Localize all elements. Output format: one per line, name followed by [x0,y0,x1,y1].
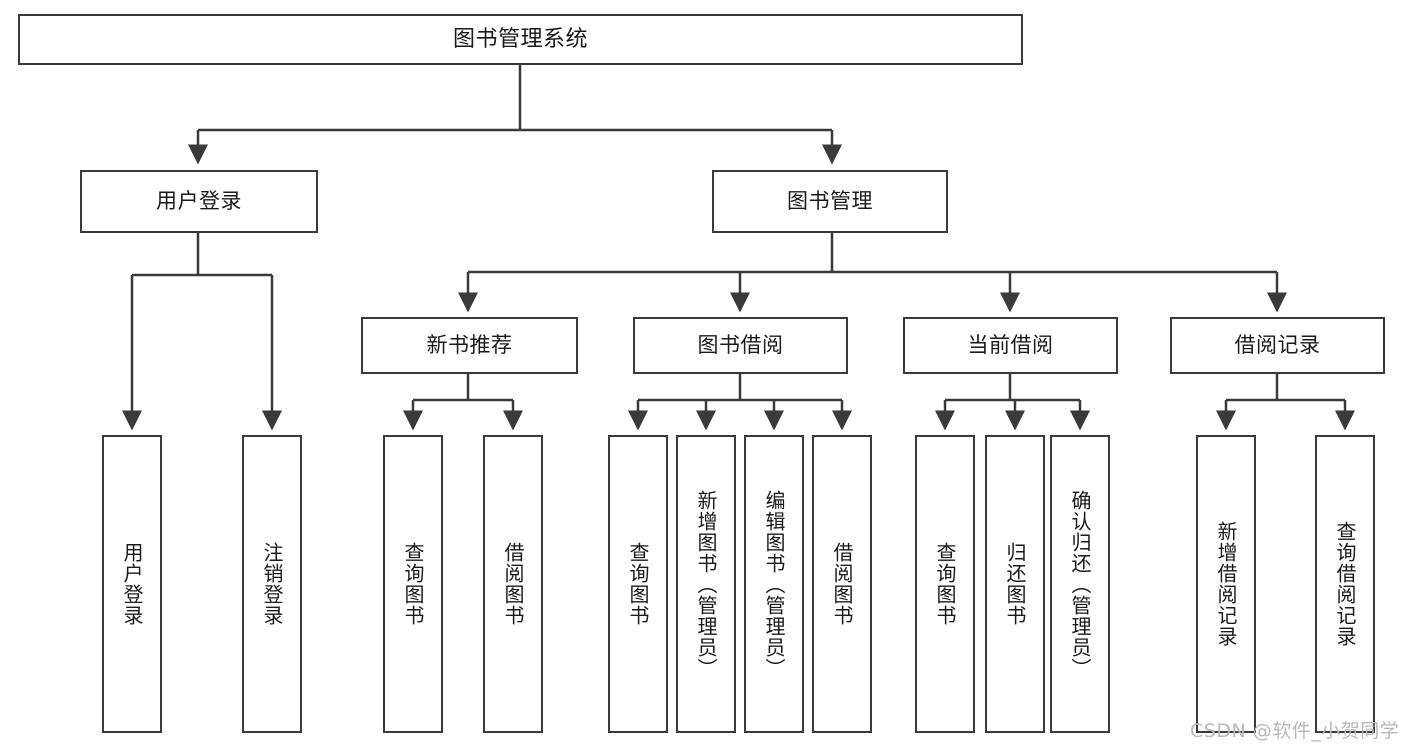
node-label: 归还图书 [1003,542,1027,626]
node-label: 图书管理 [787,189,873,214]
node-label: 用户登录 [156,189,242,214]
node-book-management[interactable]: 图书管理 [712,170,948,233]
node-book-borrow[interactable]: 图书借阅 [633,317,848,374]
node-borrow-record[interactable]: 借阅记录 [1170,317,1385,374]
node-current-borrow[interactable]: 当前借阅 [903,317,1118,374]
node-label: 确认归还（管理员） [1068,489,1092,679]
node-new-book-recommend[interactable]: 新书推荐 [361,317,578,374]
leaf-current-borrow-return-book[interactable]: 归还图书 [985,435,1045,733]
node-label: 图书借阅 [697,333,784,358]
node-label: 注销登录 [260,542,284,626]
leaf-book-borrow-borrow-book[interactable]: 借阅图书 [812,435,872,733]
leaf-book-borrow-edit-book-admin[interactable]: 编辑图书（管理员） [744,435,804,733]
leaf-user-login-login[interactable]: 用户登录 [102,435,162,733]
leaf-user-login-logout[interactable]: 注销登录 [242,435,302,733]
node-label: 新增图书（管理员） [694,489,718,679]
node-label: 查询借阅记录 [1333,521,1357,647]
node-label: 查询图书 [401,542,425,626]
leaf-book-borrow-query-book[interactable]: 查询图书 [608,435,668,733]
leaf-book-borrow-add-book-admin[interactable]: 新增图书（管理员） [676,435,736,733]
node-label: 查询图书 [933,542,957,626]
node-label: 用户登录 [120,542,144,626]
node-label: 借阅记录 [1234,333,1321,358]
node-label: 借阅图书 [501,542,525,626]
node-label: 新书推荐 [426,333,513,358]
leaf-borrow-record-add-record[interactable]: 新增借阅记录 [1196,435,1256,733]
node-label: 新增借阅记录 [1214,521,1238,647]
leaf-current-borrow-query-book[interactable]: 查询图书 [915,435,975,733]
leaf-borrow-record-query-record[interactable]: 查询借阅记录 [1315,435,1375,733]
node-user-login[interactable]: 用户登录 [80,170,318,233]
node-label: 编辑图书（管理员） [762,489,786,679]
leaf-new-book-borrow-book[interactable]: 借阅图书 [483,435,543,733]
node-root-book-management-system[interactable]: 图书管理系统 [18,14,1023,65]
leaf-new-book-query-book[interactable]: 查询图书 [383,435,443,733]
node-label: 借阅图书 [830,542,854,626]
leaf-current-borrow-confirm-return-admin[interactable]: 确认归还（管理员） [1050,435,1110,733]
node-label: 图书管理系统 [452,26,588,52]
node-label: 当前借阅 [967,333,1054,358]
node-label: 查询图书 [626,542,650,626]
csdn-watermark: CSDN @软件_小贺同学 [1190,720,1400,742]
